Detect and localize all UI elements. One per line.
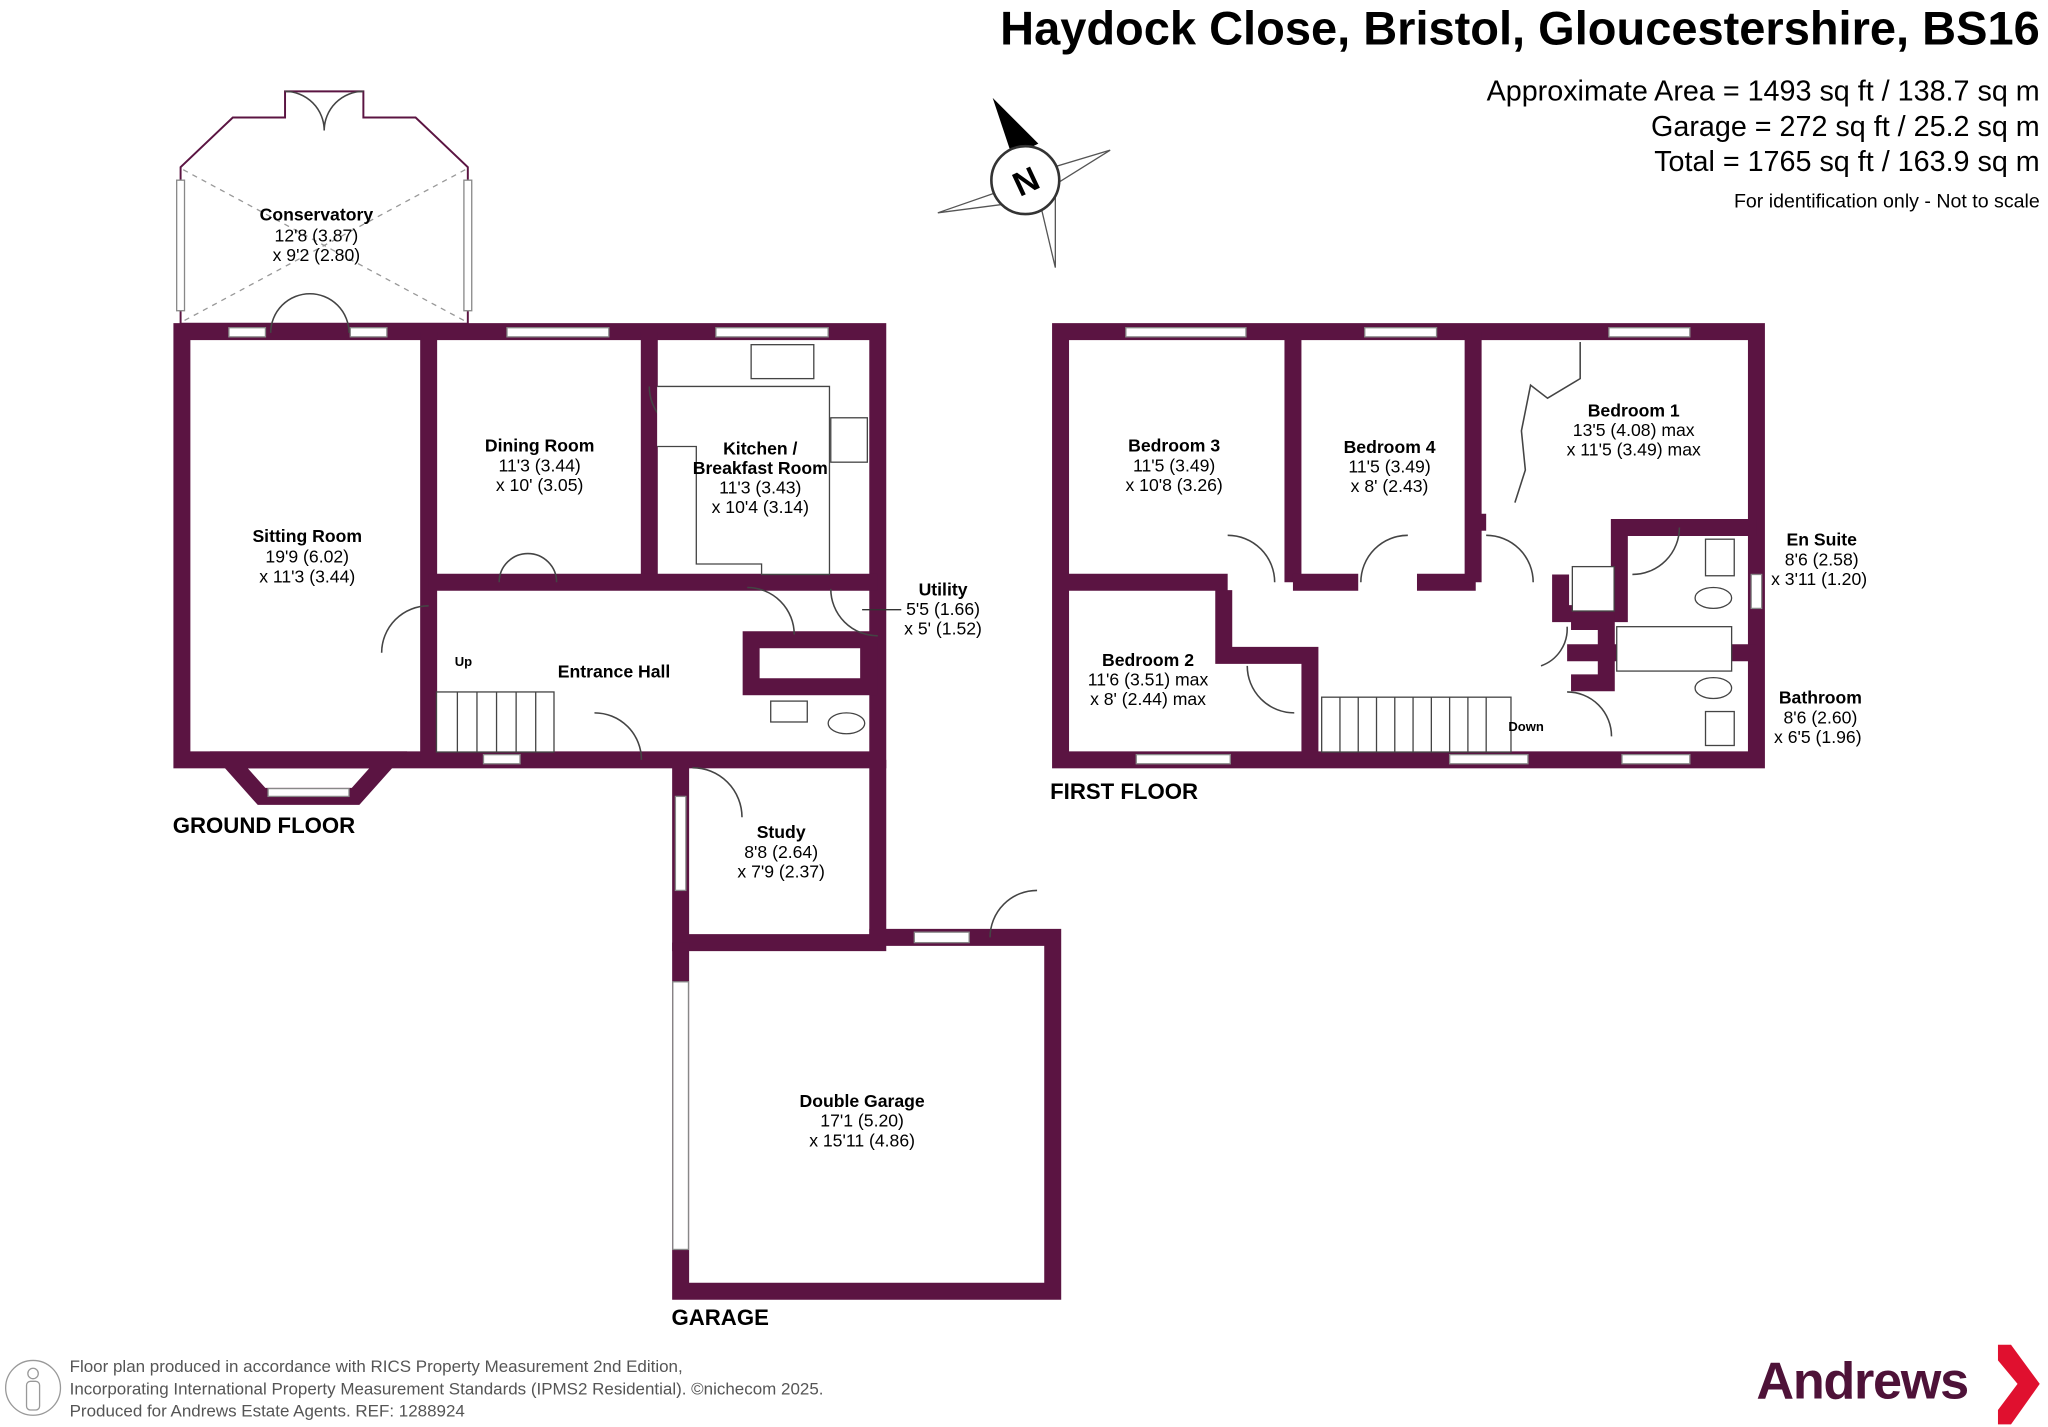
room-name: Dining Room xyxy=(485,436,595,456)
room-dining-room: Dining Room 11'3 (3.44) x 10' (3.05) xyxy=(485,436,595,495)
room-dimension: 12'8 (3.87) xyxy=(275,226,359,246)
room-bedroom-3: Bedroom 3 11'5 (3.49) x 10'8 (3.26) xyxy=(1125,436,1222,495)
room-name: Bathroom xyxy=(1779,688,1862,708)
room-bedroom-4: Bedroom 4 11'5 (3.49) x 8' (2.43) xyxy=(1344,437,1436,496)
room-dimension: 19'9 (6.02) xyxy=(265,547,349,567)
room-name: Bedroom 3 xyxy=(1128,436,1220,456)
room-dimension: 11'5 (3.49) xyxy=(1348,457,1430,477)
room-dimension: 11'5 (3.49) xyxy=(1133,455,1215,475)
stairs-down-label: Down xyxy=(1508,719,1544,734)
room-bathroom: Bathroom 8'6 (2.60) x 6'5 (1.96) xyxy=(1774,688,1862,747)
first-floor-label: FIRST FLOOR xyxy=(1050,779,1198,804)
room-kitchen: Kitchen / Breakfast Room 11'3 (3.43) x 1… xyxy=(693,438,828,517)
first-floor-plan: Down xyxy=(1052,323,1765,769)
stairs-up-label: Up xyxy=(455,654,472,669)
footer-line-1: Floor plan produced in accordance with R… xyxy=(70,1357,683,1376)
room-dimension: 11'3 (3.43) xyxy=(719,478,801,498)
room-dimension: 17'1 (5.20) xyxy=(820,1111,904,1131)
room-bedroom-2: Bedroom 2 11'6 (3.51) max x 8' (2.44) ma… xyxy=(1088,650,1209,709)
room-dimension: x 11'3 (3.44) xyxy=(259,566,355,586)
room-dimension: x 10'8 (3.26) xyxy=(1125,475,1222,495)
andrews-logo: Andrews xyxy=(1756,1344,2040,1425)
room-dimension: x 8' (2.44) max xyxy=(1090,689,1206,709)
staircase-down: Down xyxy=(1321,696,1544,753)
room-dimension: 5'5 (1.66) xyxy=(906,599,980,619)
room-name: En Suite xyxy=(1786,530,1857,550)
room-entrance-hall: Entrance Hall xyxy=(558,662,671,682)
room-dimension: x 10'4 (3.14) xyxy=(712,497,809,517)
room-dimension: 8'6 (2.60) xyxy=(1783,707,1857,727)
room-dimension: x 8' (2.43) xyxy=(1351,476,1429,496)
person-icon xyxy=(4,1359,62,1416)
room-study: Study 8'8 (2.64) x 7'9 (2.37) xyxy=(737,822,825,881)
room-name: Bedroom 2 xyxy=(1102,650,1194,670)
room-utility: Utility 5'5 (1.66) x 5' (1.52) xyxy=(862,579,982,639)
room-double-garage: Double Garage 17'1 (5.20) x 15'11 (4.86) xyxy=(799,1091,924,1150)
room-dimension: x 10' (3.05) xyxy=(496,475,584,495)
room-name: Double Garage xyxy=(799,1091,924,1111)
ground-floor-plan: Up xyxy=(173,90,1062,1300)
room-conservatory: Conservatory 12'8 (3.87) x 9'2 (2.80) xyxy=(260,205,374,265)
room-name: Bedroom 4 xyxy=(1344,437,1436,457)
room-dimension: x 5' (1.52) xyxy=(904,619,982,639)
room-dimension: 11'6 (3.51) max xyxy=(1088,669,1209,689)
room-name: Conservatory xyxy=(260,205,374,225)
staircase: Up xyxy=(435,654,555,753)
room-name: Sitting Room xyxy=(252,526,362,546)
logo-chevron-icon xyxy=(1997,1344,2040,1425)
room-dimension: x 15'11 (4.86) xyxy=(809,1130,915,1150)
room-dimension: x 7'9 (2.37) xyxy=(737,861,825,881)
room-name: Breakfast Room xyxy=(693,458,828,478)
hob-icon xyxy=(830,417,868,463)
footer-line-3: Produced for Andrews Estate Agents. REF:… xyxy=(70,1402,465,1421)
room-dimension: x 11'5 (3.49) max xyxy=(1567,440,1701,460)
room-name: Bedroom 1 xyxy=(1588,400,1680,420)
total-area: Total = 1765 sq ft / 163.9 sq m xyxy=(1654,146,2040,178)
room-dimension: 8'6 (2.58) xyxy=(1785,549,1859,569)
sink-icon xyxy=(750,344,815,380)
room-dimension: 13'5 (4.08) max xyxy=(1573,420,1695,440)
garage-floor-label: GARAGE xyxy=(671,1305,768,1330)
room-sitting-room: Sitting Room 19'9 (6.02) x 11'3 (3.44) xyxy=(252,526,362,586)
property-title: Haydock Close, Bristol, Gloucestershire,… xyxy=(1000,1,2040,54)
room-name: Study xyxy=(757,822,806,842)
logo-text: Andrews xyxy=(1756,1352,1967,1410)
room-dimension: x 6'5 (1.96) xyxy=(1774,727,1862,747)
compass-icon: N xyxy=(937,97,1111,268)
scale-note: For identification only - Not to scale xyxy=(1734,191,2040,213)
room-name: Kitchen / xyxy=(723,438,797,458)
garage-area: Garage = 272 sq ft / 25.2 sq m xyxy=(1651,111,2040,143)
room-dimension: x 3'11 (1.20) xyxy=(1771,569,1867,589)
room-en-suite: En Suite 8'6 (2.58) x 3'11 (1.20) xyxy=(1771,530,1867,589)
footer-line-2: Incorporating International Property Mea… xyxy=(70,1379,824,1398)
room-bedroom-1: Bedroom 1 13'5 (4.08) max x 11'5 (3.49) … xyxy=(1567,400,1701,459)
ground-floor-label: GROUND FLOOR xyxy=(173,813,355,838)
room-dimension: x 9'2 (2.80) xyxy=(273,245,361,265)
room-dimension: 11'3 (3.44) xyxy=(498,455,580,475)
room-name: Utility xyxy=(919,579,968,599)
approximate-area: Approximate Area = 1493 sq ft / 138.7 sq… xyxy=(1487,76,2040,108)
room-dimension: 8'8 (2.64) xyxy=(744,842,818,862)
